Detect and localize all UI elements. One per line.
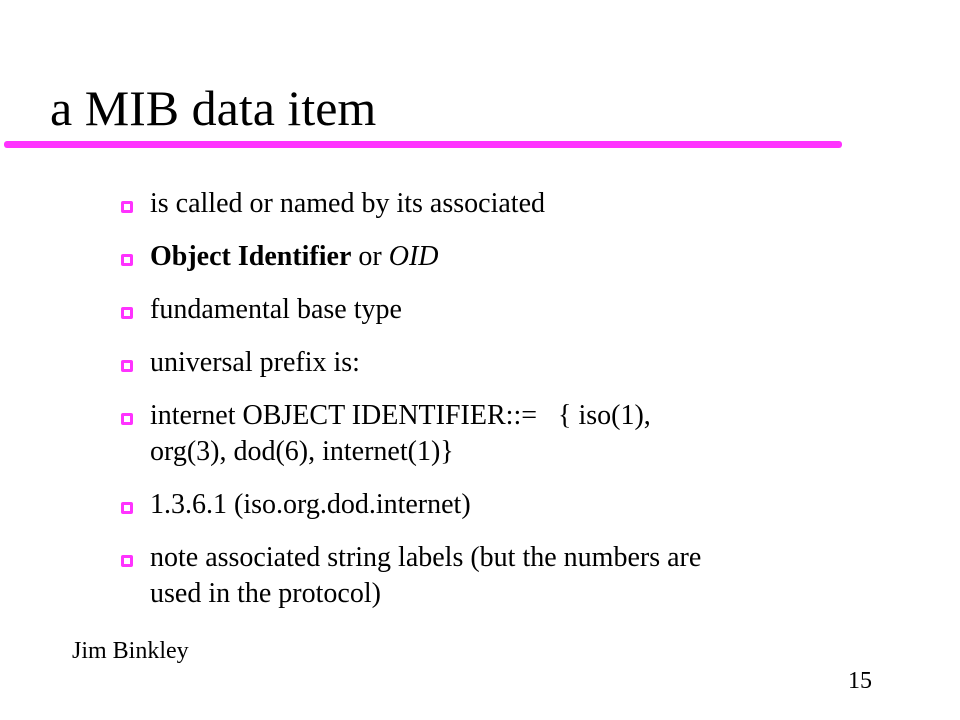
bullet-icon — [120, 554, 134, 568]
bullet-text: 1.3.6.1 (iso.org.dod.internet) — [150, 489, 471, 520]
bullet-icon — [120, 359, 134, 373]
bullet-text-bold: Object Identifier — [150, 241, 352, 272]
bullet-text-line2: org(3), dod(6), internet(1)} — [150, 436, 454, 467]
bullet-item: Object Identifier or OID — [120, 239, 910, 275]
page-number: 15 — [848, 668, 872, 694]
bullet-icon — [120, 412, 134, 426]
bullet-text-line1: internet OBJECT IDENTIFIER::= { iso(1), — [150, 400, 651, 431]
bullet-item: universal prefix is: — [120, 345, 910, 381]
bullet-text-line2: used in the protocol) — [150, 578, 381, 609]
footer-author: Jim Binkley — [72, 638, 189, 664]
bullet-text: fundamental base type — [150, 294, 402, 325]
bullet-icon — [120, 200, 134, 214]
bullet-item: is called or named by its associated — [120, 186, 910, 222]
title-underline — [4, 141, 842, 148]
bullet-text: universal prefix is: — [150, 347, 360, 378]
bullet-item: 1.3.6.1 (iso.org.dod.internet) — [120, 487, 910, 523]
bullet-item: note associated string labels (but the n… — [120, 540, 910, 612]
bullet-item: fundamental base type — [120, 292, 910, 328]
bullet-item: internet OBJECT IDENTIFIER::= { iso(1), … — [120, 398, 910, 470]
bullet-text: is called or named by its associated — [150, 188, 545, 219]
bullet-list: is called or named by its associated Obj… — [120, 186, 910, 629]
bullet-text-line1: note associated string labels (but the n… — [150, 542, 702, 573]
bullet-text: or — [351, 241, 389, 272]
slide-title: a MIB data item — [50, 80, 377, 136]
bullet-icon — [120, 253, 134, 267]
bullet-icon — [120, 501, 134, 515]
bullet-text-italic: OID — [388, 241, 439, 272]
bullet-icon — [120, 306, 134, 320]
